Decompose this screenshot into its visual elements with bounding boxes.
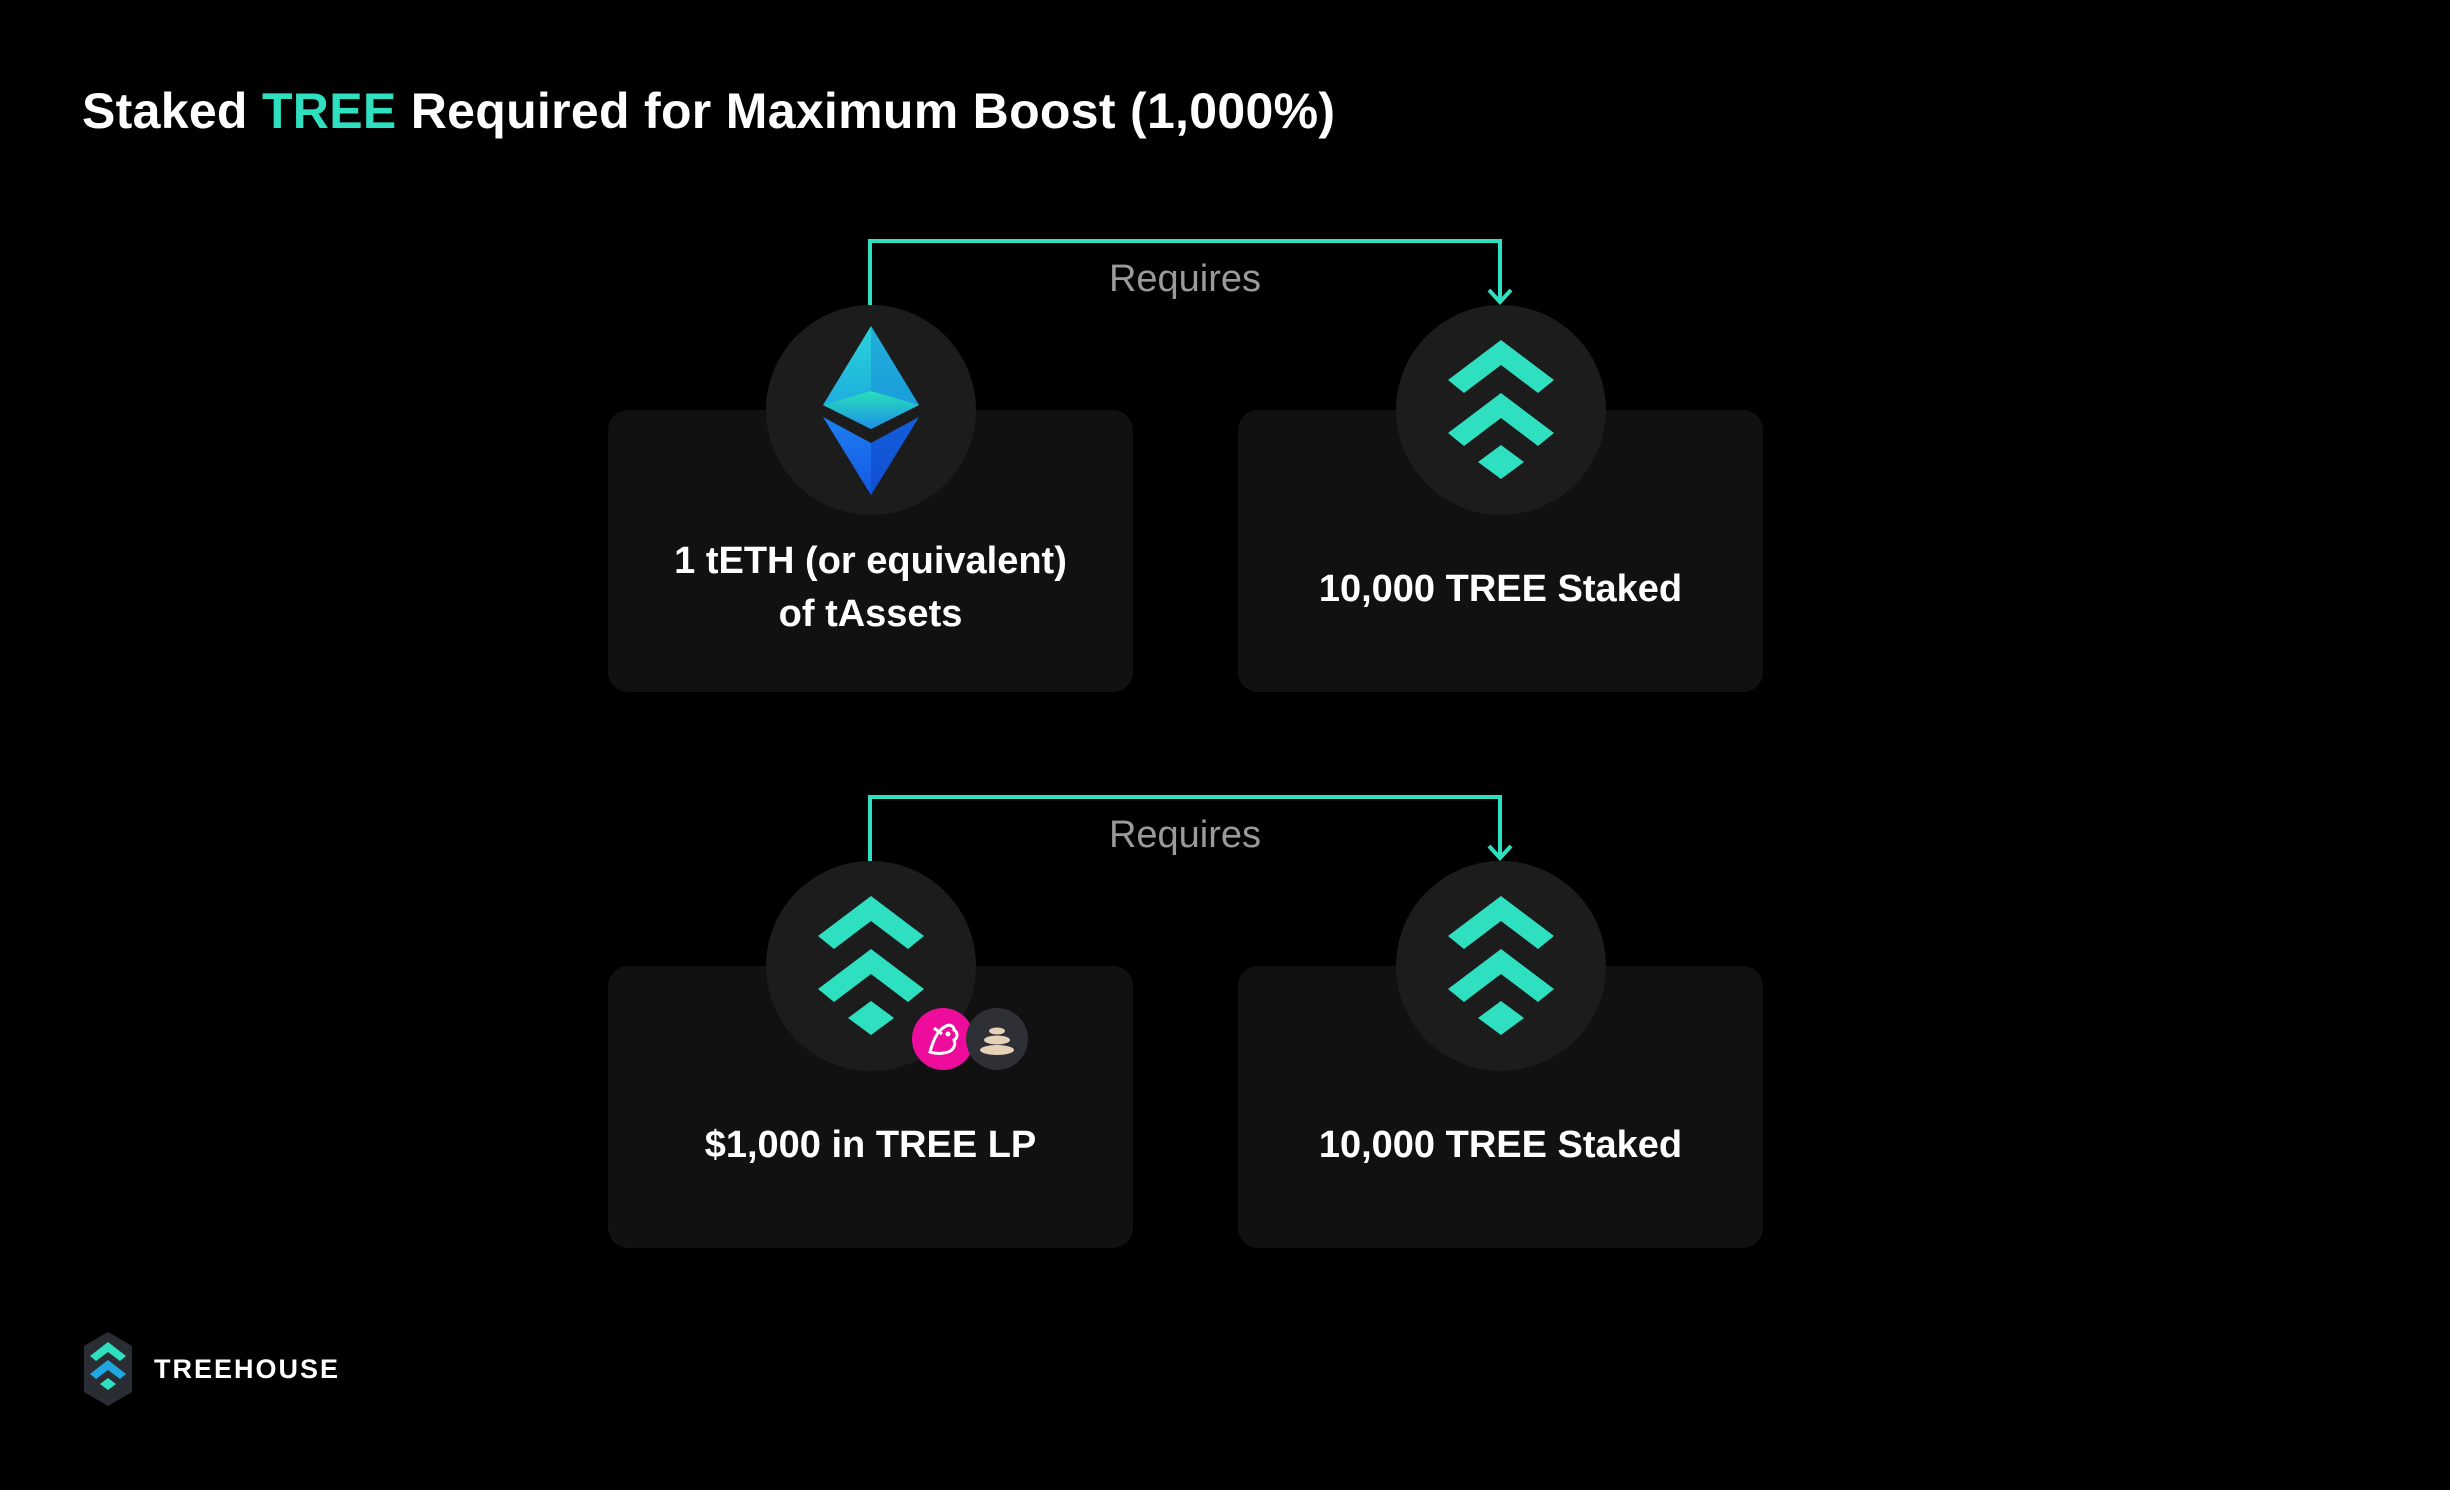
treehouse-logo: TREEHOUSE [82,1330,340,1408]
treehouse-logo-icon [84,1332,132,1406]
tree-icon-circle-2 [1396,861,1606,1071]
page-title: Staked TREE Required for Maximum Boost (… [82,82,1335,140]
tree-lp-icon-circle [766,861,976,1071]
title-prefix: Staked [82,83,262,139]
card-tree-lp-label: $1,000 in TREE LP [704,1124,1037,1166]
teth-icon [823,326,919,495]
connector-row-1 [868,239,1513,305]
connector-row-2 [868,795,1513,862]
card-teth-label-line2: of tAssets [778,593,963,635]
teth-icon-circle [766,305,976,515]
brand-name: TREEHOUSE [154,1353,341,1384]
card-tree-staked-1-label: 10,000 TREE Staked [1318,568,1683,610]
tree-lp-icon [818,896,924,1035]
title-accent: TREE [261,83,397,139]
card-teth: 1 tETH (or equivalent) of tAssets [608,410,1133,692]
card-teth-label-line1: 1 tETH (or equivalent) [674,540,1067,582]
card-tree-staked-2: 10,000 TREE Staked [1238,966,1763,1248]
balancer-icon [966,1008,1028,1070]
card-tree-staked-2-label: 10,000 TREE Staked [1318,1124,1683,1166]
tree-icon [1448,340,1554,479]
card-teth-label: 1 tETH (or equivalent) of tAssets [608,535,1133,641]
requires-label-2: Requires [1108,814,1262,856]
tree-icon-circle-1 [1396,305,1606,515]
requires-label-1: Requires [1108,258,1262,300]
uniswap-icon [912,1008,974,1070]
title-suffix: Required for Maximum Boost (1,000%) [396,83,1336,139]
tree-icon [1448,896,1554,1035]
